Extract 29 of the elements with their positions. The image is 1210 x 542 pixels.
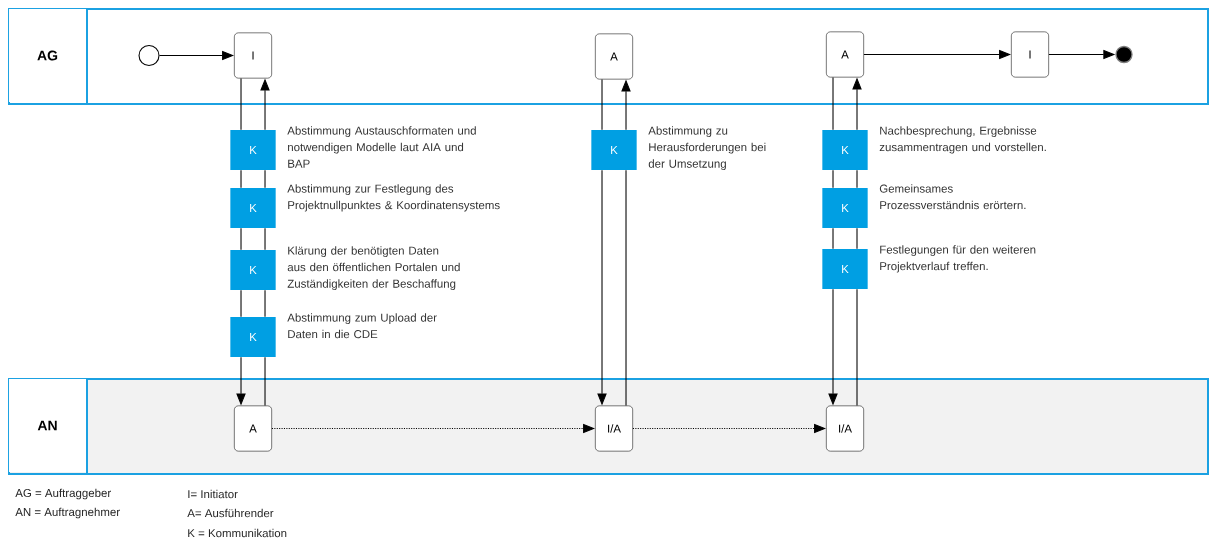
start-event <box>138 44 160 67</box>
activity-box: I <box>1011 31 1049 78</box>
activity-box: A <box>234 405 272 452</box>
communication-box: K <box>230 130 276 170</box>
activity-box: I <box>234 32 272 79</box>
communication-box: K <box>822 188 868 228</box>
activity-box: A <box>595 33 633 80</box>
activity-box: I/A <box>826 405 864 452</box>
description-text: Abstimmung zur Festlegung des Projektnullpunktes & Koordinatensystems <box>287 184 500 212</box>
communication-box: K <box>591 130 637 170</box>
activity-box: I/A <box>595 405 633 452</box>
legend-text: A= Ausführender <box>187 508 274 518</box>
communication-box: K <box>822 130 868 170</box>
description-text: Abstimmung zum Upload der Daten in die CDE <box>287 313 437 339</box>
communication-box: K <box>230 188 276 228</box>
description-text: Gemeinsames Prozessverständnis erörtern. <box>879 184 1026 210</box>
communication-box: K <box>822 249 868 289</box>
communication-box: K <box>230 317 276 357</box>
activity-box: A <box>826 31 864 78</box>
description-text: Klärung der benötigten Daten aus den öffentlichen Portalen und Zuständigkeiten der Beschaffung <box>287 246 460 290</box>
legend-text: I= Initiator <box>188 489 238 499</box>
legend-text: AN = Auftragnehmer <box>15 507 120 519</box>
legend-text: AG = Auftraggeber <box>15 488 111 500</box>
description-text: Abstimmung Austauschformaten und notwendigen Modelle laut AIA und BAP <box>287 126 476 168</box>
description-text: Abstimmung zu Herausforderungen bei der Umsetzung <box>648 126 766 170</box>
description-text: Festlegungen für den weiteren Projektverlauf treffen. <box>880 245 1036 273</box>
legend-text: K = Kommunikation <box>188 528 287 538</box>
communication-box: K <box>230 250 276 290</box>
description-text: Nachbesprechung, Ergebnisse zusammentragen und vorstellen. <box>879 126 1046 154</box>
